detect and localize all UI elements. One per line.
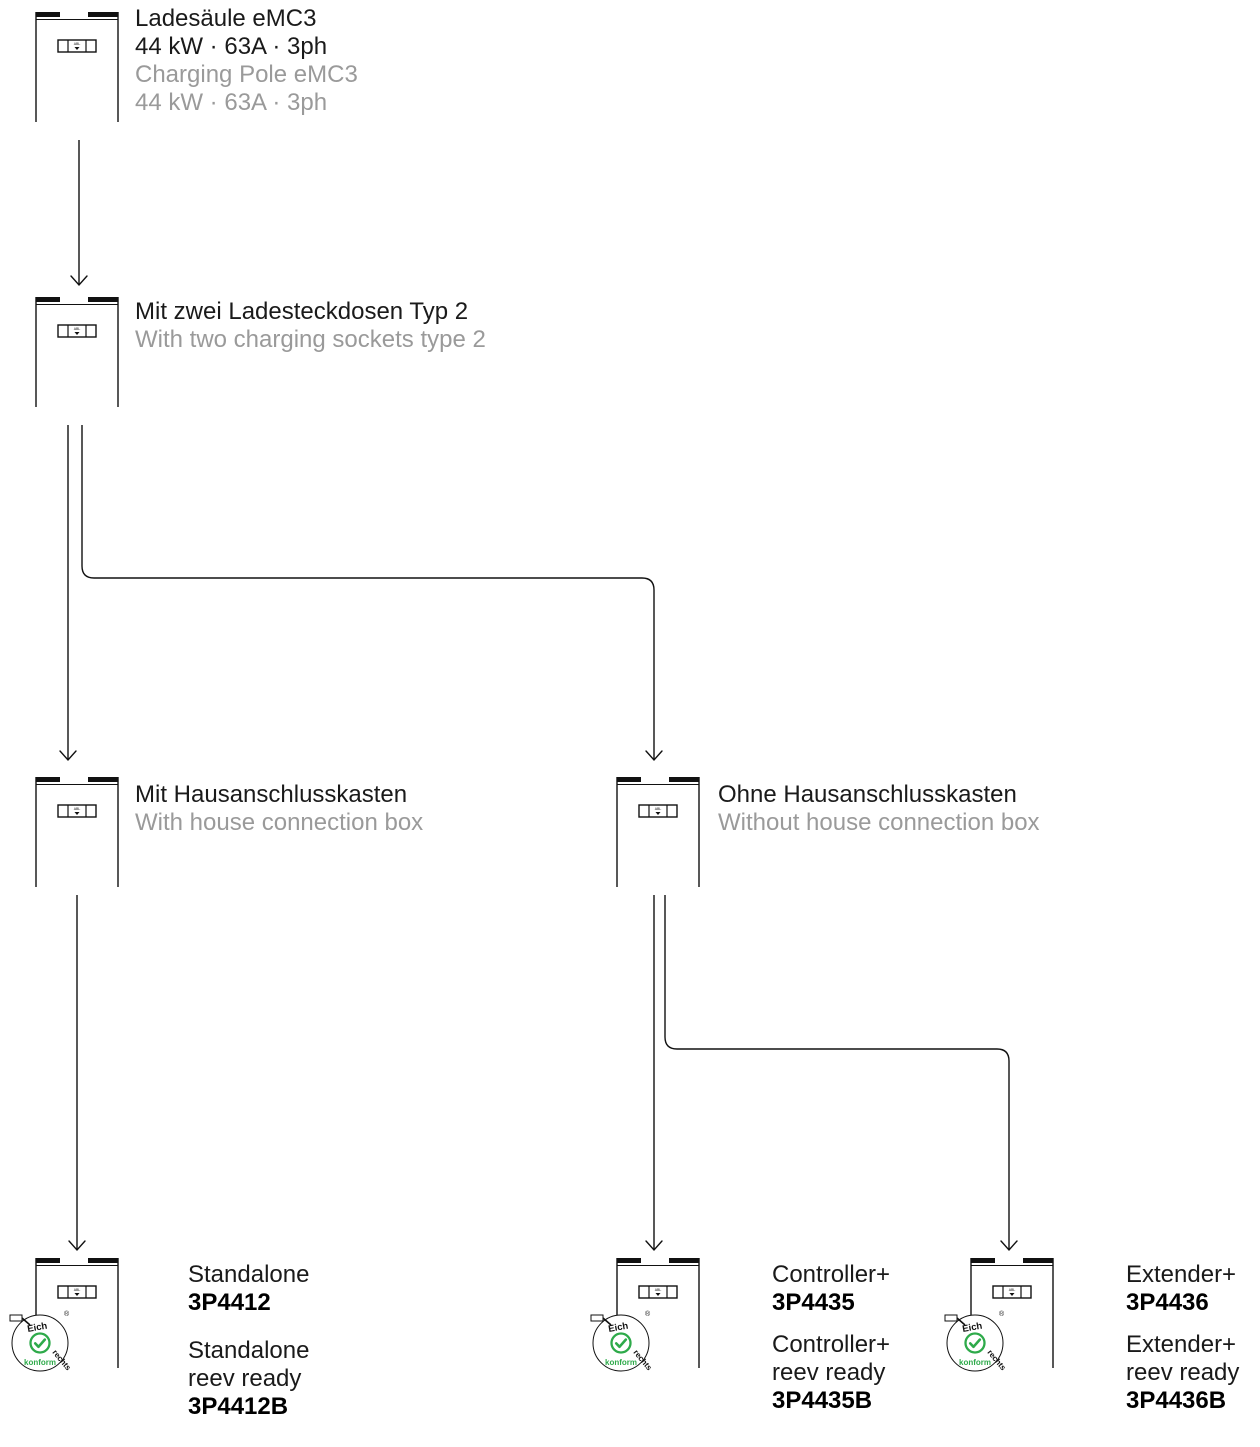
product-standalone-label: Standalone 3P4412 Standalone reev ready … [188,1261,309,1421]
connector-line [664,895,1010,1250]
charging-pole-icon [616,776,700,888]
product-ready-code: 3P4436B [1126,1387,1227,1414]
product-name: Extender+ [1126,1261,1237,1288]
without-box-de: Ohne Hausanschlusskasten [718,781,1017,808]
product-code: 3P4435 [772,1289,855,1316]
root-title-de: Ladesäule eMC3 [135,5,317,32]
sockets-en: With two charging sockets type 2 [135,326,486,353]
with-box-de: Mit Hausanschlusskasten [135,781,408,808]
eichrecht-badge-icon [589,1308,656,1374]
product-ready-code: 3P4435B [772,1387,873,1414]
product-ready-name: Extender+ [1126,1331,1237,1358]
product-ready-suffix: reev ready [1126,1359,1240,1386]
product-name: Standalone [188,1261,310,1288]
product-ready-name: Controller+ [772,1331,891,1358]
arrow-head-icon [68,1240,86,1252]
product-ready-suffix: reev ready [188,1365,302,1392]
arrow-head-icon [645,1240,663,1252]
eichrecht-badge-icon [8,1308,75,1374]
eichrecht-badge-icon [943,1308,1010,1374]
product-code: 3P4412 [188,1289,271,1316]
connector-line [81,425,655,760]
product-ready-code: 3P4412B [188,1393,289,1420]
product-extender-label: Extender+ 3P4436 Extender+ reev ready 3P… [1126,1261,1239,1415]
product-controller-label: Controller+ 3P4435 Controller+ reev read… [772,1261,890,1415]
charging-pole-icon [35,11,119,123]
product-ready-suffix: reev ready [772,1359,886,1386]
charging-pole-icon [35,296,119,408]
root-title-en: Charging Pole eMC3 [135,61,358,88]
sockets-de: Mit zwei Ladesteckdosen Typ 2 [135,298,469,325]
root-node-label: Ladesäule eMC3 44 kW · 63A · 3ph Chargin… [135,5,358,117]
arrow-head-icon [1000,1240,1018,1252]
root-spec-en: 44 kW · 63A · 3ph [135,89,328,116]
root-spec-de: 44 kW · 63A · 3ph [135,33,328,60]
arrow-head-icon [59,750,77,762]
with-box-en: With house connection box [135,809,424,836]
sockets-node-label: Mit zwei Ladesteckdosen Typ 2 With two c… [135,298,486,354]
arrow-head-icon [645,750,663,762]
without-box-node-label: Ohne Hausanschlusskasten Without house c… [718,781,1040,837]
product-ready-name: Standalone [188,1337,310,1364]
product-name: Controller+ [772,1261,891,1288]
arrow-head-icon [70,275,88,287]
with-box-node-label: Mit Hausanschlusskasten With house conne… [135,781,423,837]
product-code: 3P4436 [1126,1289,1209,1316]
without-box-en: Without house connection box [718,809,1040,836]
charging-pole-icon [35,776,119,888]
